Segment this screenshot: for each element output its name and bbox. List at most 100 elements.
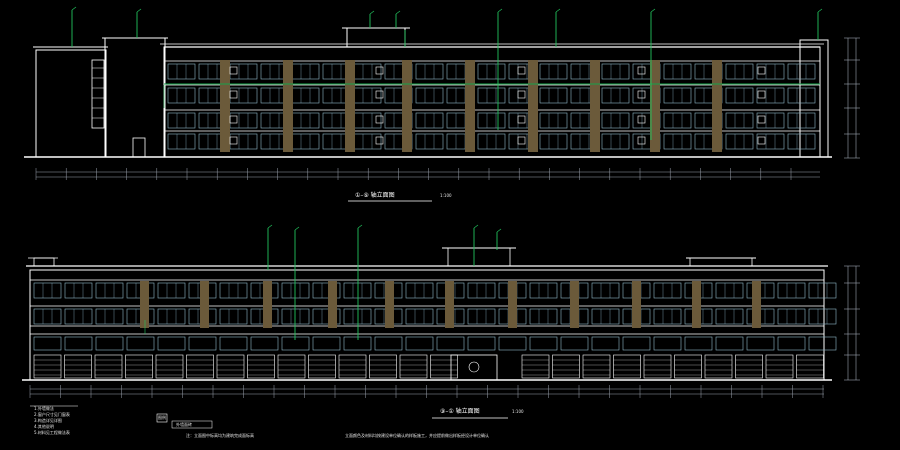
bottom-window bbox=[219, 308, 248, 325]
top-leader-tick bbox=[555, 8, 561, 13]
top-window bbox=[756, 112, 785, 129]
top-square-vent bbox=[375, 115, 384, 124]
top-square-vent bbox=[229, 136, 238, 145]
bottom-elevation-scale: 1:100 bbox=[512, 409, 524, 414]
bottom-garage-door bbox=[399, 354, 428, 379]
bottom-leader-tick bbox=[357, 224, 363, 229]
bottom-note: 注：立面图中标高均为建筑完成面标高 bbox=[186, 432, 254, 438]
bottom-window bbox=[157, 282, 186, 299]
bottom-window bbox=[684, 336, 713, 351]
bottom-window bbox=[467, 308, 496, 325]
top-window bbox=[539, 133, 568, 150]
bottom-window bbox=[777, 282, 806, 299]
top-square-vent bbox=[757, 90, 766, 99]
top-elevation-title: ①–⑨ 轴立面图 bbox=[355, 191, 395, 199]
bottom-window bbox=[560, 336, 589, 351]
top-panel-column bbox=[402, 60, 412, 152]
top-panel-column bbox=[465, 60, 475, 152]
bottom-garage-door bbox=[33, 354, 62, 379]
top-square-vent bbox=[229, 90, 238, 99]
bottom-window bbox=[281, 336, 310, 351]
top-window bbox=[415, 63, 444, 80]
bottom-window bbox=[126, 336, 155, 351]
top-window bbox=[539, 112, 568, 129]
bottom-garage-door bbox=[277, 354, 306, 379]
bottom-garage-door bbox=[125, 354, 153, 379]
top-window bbox=[477, 63, 506, 80]
bottom-window bbox=[529, 308, 558, 325]
bottom-window bbox=[157, 308, 186, 325]
top-window bbox=[756, 87, 785, 104]
bottom-window bbox=[312, 308, 341, 325]
bottom-panel-column bbox=[445, 281, 454, 328]
bottom-garage-door bbox=[765, 354, 794, 379]
bottom-window bbox=[95, 308, 124, 325]
bottom-window bbox=[529, 336, 558, 351]
legend-box bbox=[171, 420, 213, 429]
top-window bbox=[477, 112, 506, 129]
top-window bbox=[787, 133, 816, 150]
top-square-vent bbox=[375, 66, 384, 75]
bottom-panel-column bbox=[752, 281, 761, 328]
top-leader-tick bbox=[395, 10, 401, 15]
bottom-garage-door bbox=[674, 354, 702, 379]
top-window bbox=[663, 133, 692, 150]
top-square-vent bbox=[375, 136, 384, 145]
legend-item-1: 1.外墙做法 bbox=[34, 405, 54, 411]
bottom-entrance-emblem bbox=[468, 361, 480, 373]
top-square-vent bbox=[757, 66, 766, 75]
bottom-leader-tick bbox=[294, 226, 300, 231]
bottom-garage-door bbox=[338, 354, 367, 379]
bottom-window bbox=[467, 282, 496, 299]
top-window bbox=[725, 112, 754, 129]
legend-box-text: 外墙面砖 bbox=[176, 421, 192, 427]
bottom-window bbox=[33, 336, 62, 351]
top-square-vent bbox=[757, 115, 766, 124]
bottom-window bbox=[312, 282, 341, 299]
bottom-window bbox=[281, 308, 310, 325]
bottom-window bbox=[808, 336, 837, 351]
top-square-vent bbox=[517, 90, 526, 99]
bottom-garage-door bbox=[186, 354, 214, 379]
bottom-garage-door bbox=[155, 354, 184, 379]
bottom-window bbox=[188, 336, 217, 351]
bottom-window bbox=[715, 336, 744, 351]
top-leader-tick bbox=[650, 8, 656, 13]
bottom-window bbox=[219, 336, 248, 351]
top-window bbox=[756, 63, 785, 80]
bottom-leader-tick bbox=[496, 228, 502, 233]
top-square-vent bbox=[517, 115, 526, 124]
top-leader-tick bbox=[136, 8, 142, 13]
top-square-vent bbox=[375, 90, 384, 99]
top-panel-column bbox=[712, 60, 722, 152]
bottom-window bbox=[405, 282, 434, 299]
bottom-window bbox=[715, 282, 744, 299]
top-window bbox=[725, 87, 754, 104]
bottom-garage-door bbox=[643, 354, 672, 379]
bottom-leader-tick bbox=[267, 224, 273, 229]
top-leader-tick bbox=[369, 10, 375, 15]
bottom-window bbox=[281, 282, 310, 299]
bottom-panel-column bbox=[263, 281, 272, 328]
top-window bbox=[415, 87, 444, 104]
top-window bbox=[601, 87, 630, 104]
bottom-window bbox=[343, 336, 372, 351]
bottom-panel-column bbox=[385, 281, 394, 328]
bottom-leader-tick bbox=[473, 224, 479, 229]
top-square-vent bbox=[637, 90, 646, 99]
bottom-garage-door bbox=[735, 354, 763, 379]
top-panel-column bbox=[220, 60, 230, 152]
bottom-window bbox=[157, 336, 186, 351]
top-square-vent bbox=[637, 136, 646, 145]
top-window bbox=[415, 112, 444, 129]
top-window bbox=[787, 112, 816, 129]
top-panel-column bbox=[528, 60, 538, 152]
bottom-window bbox=[591, 308, 620, 325]
bottom-window bbox=[405, 308, 434, 325]
top-leader-tick bbox=[817, 8, 823, 13]
bottom-window bbox=[219, 282, 248, 299]
bottom-garage-door bbox=[704, 354, 733, 379]
bottom-window bbox=[529, 282, 558, 299]
bottom-window bbox=[64, 308, 93, 325]
bottom-window bbox=[436, 336, 465, 351]
